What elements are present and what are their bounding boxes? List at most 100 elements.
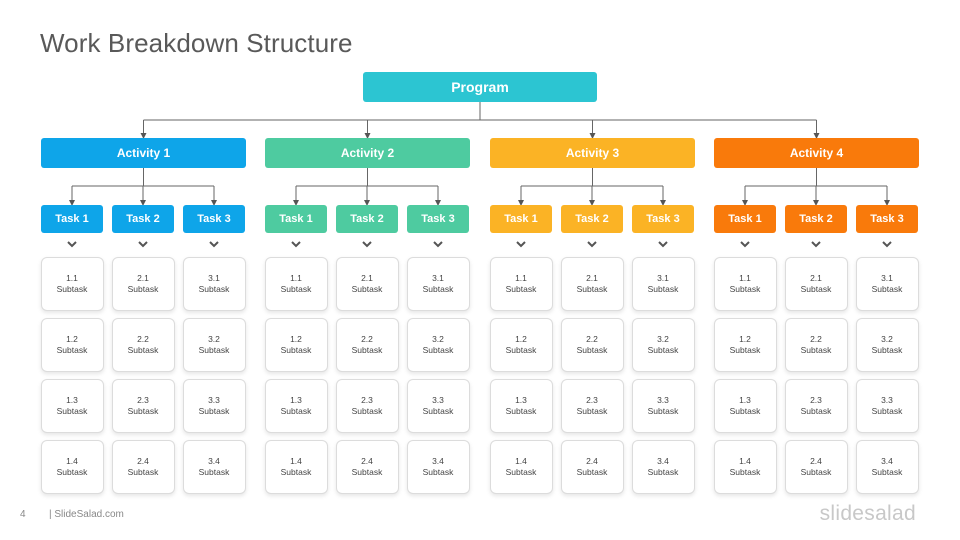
subtask-number: 1.1 [739, 273, 751, 283]
subtask-label: Subtask [351, 406, 383, 416]
subtask-label: Subtask [198, 406, 230, 416]
task-node: Task 1 [490, 205, 552, 233]
activity-node-4: Activity 4 [714, 138, 919, 168]
task-node: Task 2 [336, 205, 398, 233]
task-node: Task 1 [714, 205, 776, 233]
subtask-label: Subtask [505, 406, 537, 416]
chevron-down-icon [740, 241, 750, 248]
activity-label: Activity 3 [565, 146, 620, 160]
subtask-number: 2.1 [586, 273, 598, 283]
subtask-number: 2.3 [137, 395, 149, 405]
subtask-number: 1.2 [739, 334, 751, 344]
task-node: Task 3 [407, 205, 469, 233]
subtask-label: Subtask [127, 284, 159, 294]
subtask-label: Subtask [127, 406, 159, 416]
task-label: Task 2 [799, 213, 833, 225]
task-label: Task 3 [197, 213, 231, 225]
subtask-number: 1.4 [290, 456, 302, 466]
chevron-down-icon [882, 241, 892, 248]
subtask-label: Subtask [729, 284, 761, 294]
program-label: Program [451, 79, 509, 95]
subtask-label: Subtask [56, 284, 88, 294]
chevron-down-icon [811, 241, 821, 248]
subtask-number: 1.1 [515, 273, 527, 283]
subtask-label: Subtask [800, 345, 832, 355]
subtask-number: 1.2 [290, 334, 302, 344]
subtask-number: 1.4 [515, 456, 527, 466]
subtask-label: Subtask [576, 467, 608, 477]
subtask-number: 2.3 [586, 395, 598, 405]
subtask-label: Subtask [280, 345, 312, 355]
chevron-down-icon [209, 241, 219, 248]
program-node: Program [363, 72, 597, 102]
task-label: Task 2 [575, 213, 609, 225]
subtask-number: 3.3 [208, 395, 220, 405]
subtask-number: 2.3 [361, 395, 373, 405]
chevron-down-icon [362, 241, 372, 248]
task-label: Task 3 [646, 213, 680, 225]
chevron-down-icon [291, 241, 301, 248]
chevron-down-icon [658, 241, 668, 248]
subtask-label: Subtask [351, 284, 383, 294]
activity-node-3: Activity 3 [490, 138, 695, 168]
subtask-label: Subtask [729, 467, 761, 477]
subtask-number: 2.2 [361, 334, 373, 344]
subtask-label: Subtask [871, 406, 903, 416]
subtask-label: Subtask [351, 345, 383, 355]
task-label: Task 1 [504, 213, 538, 225]
subtask-number: 3.4 [657, 456, 669, 466]
task-node: Task 3 [632, 205, 694, 233]
subtask-label: Subtask [576, 284, 608, 294]
subtask-label: Subtask [576, 345, 608, 355]
task-label: Task 3 [421, 213, 455, 225]
subtask-label: Subtask [280, 467, 312, 477]
subtask-label: Subtask [422, 345, 454, 355]
chevron-down-icon [516, 241, 526, 248]
subtask-number: 1.2 [66, 334, 78, 344]
subtask-number: 3.2 [208, 334, 220, 344]
subtask-number: 1.4 [739, 456, 751, 466]
subtask-label: Subtask [422, 284, 454, 294]
activity-label: Activity 2 [340, 146, 395, 160]
task-node: Task 3 [183, 205, 245, 233]
subtask-label: Subtask [127, 467, 159, 477]
subtask-label: Subtask [56, 406, 88, 416]
subtask-number: 2.2 [137, 334, 149, 344]
subtask-number: 2.4 [137, 456, 149, 466]
subtask-number: 1.3 [739, 395, 751, 405]
task-label: Task 1 [279, 213, 313, 225]
task-label: Task 2 [126, 213, 160, 225]
chevron-down-icon [433, 241, 443, 248]
subtask-label: Subtask [647, 284, 679, 294]
